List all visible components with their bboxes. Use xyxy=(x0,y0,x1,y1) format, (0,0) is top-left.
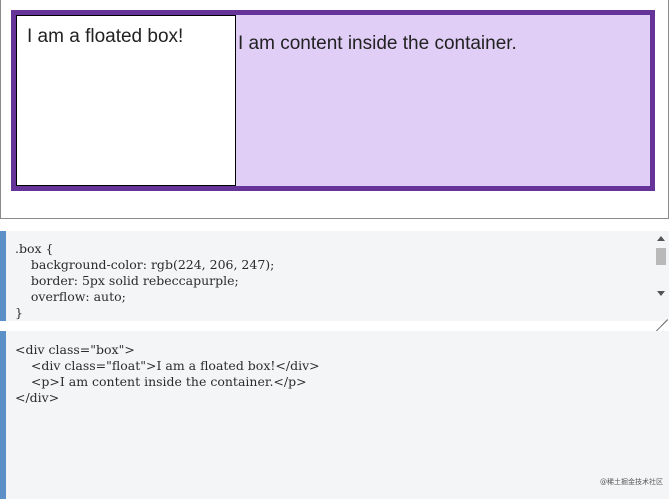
scroll-down-arrow-icon[interactable] xyxy=(657,291,665,296)
output-preview: I am a floated box! I am content inside … xyxy=(0,0,669,219)
html-code[interactable]: <div class="box"> <div class="float">I a… xyxy=(15,342,320,405)
html-editor[interactable]: <div class="box"> <div class="float">I a… xyxy=(0,331,669,499)
container-content-text: I am content inside the container. xyxy=(238,33,517,54)
floated-box-text: I am a floated box! xyxy=(27,26,184,47)
resize-grip-icon[interactable] xyxy=(654,306,668,320)
css-code[interactable]: .box { background-color: rgb(224, 206, 2… xyxy=(15,241,275,320)
scroll-thumb[interactable] xyxy=(656,248,666,265)
css-editor[interactable]: .box { background-color: rgb(224, 206, 2… xyxy=(0,231,669,321)
scroll-up-arrow-icon[interactable] xyxy=(657,236,665,241)
watermark: @稀土掘金技术社区 xyxy=(600,478,663,486)
container-box: I am a floated box! I am content inside … xyxy=(11,10,655,191)
floated-box: I am a floated box! xyxy=(16,15,236,186)
css-editor-scrollbar[interactable] xyxy=(653,231,669,321)
